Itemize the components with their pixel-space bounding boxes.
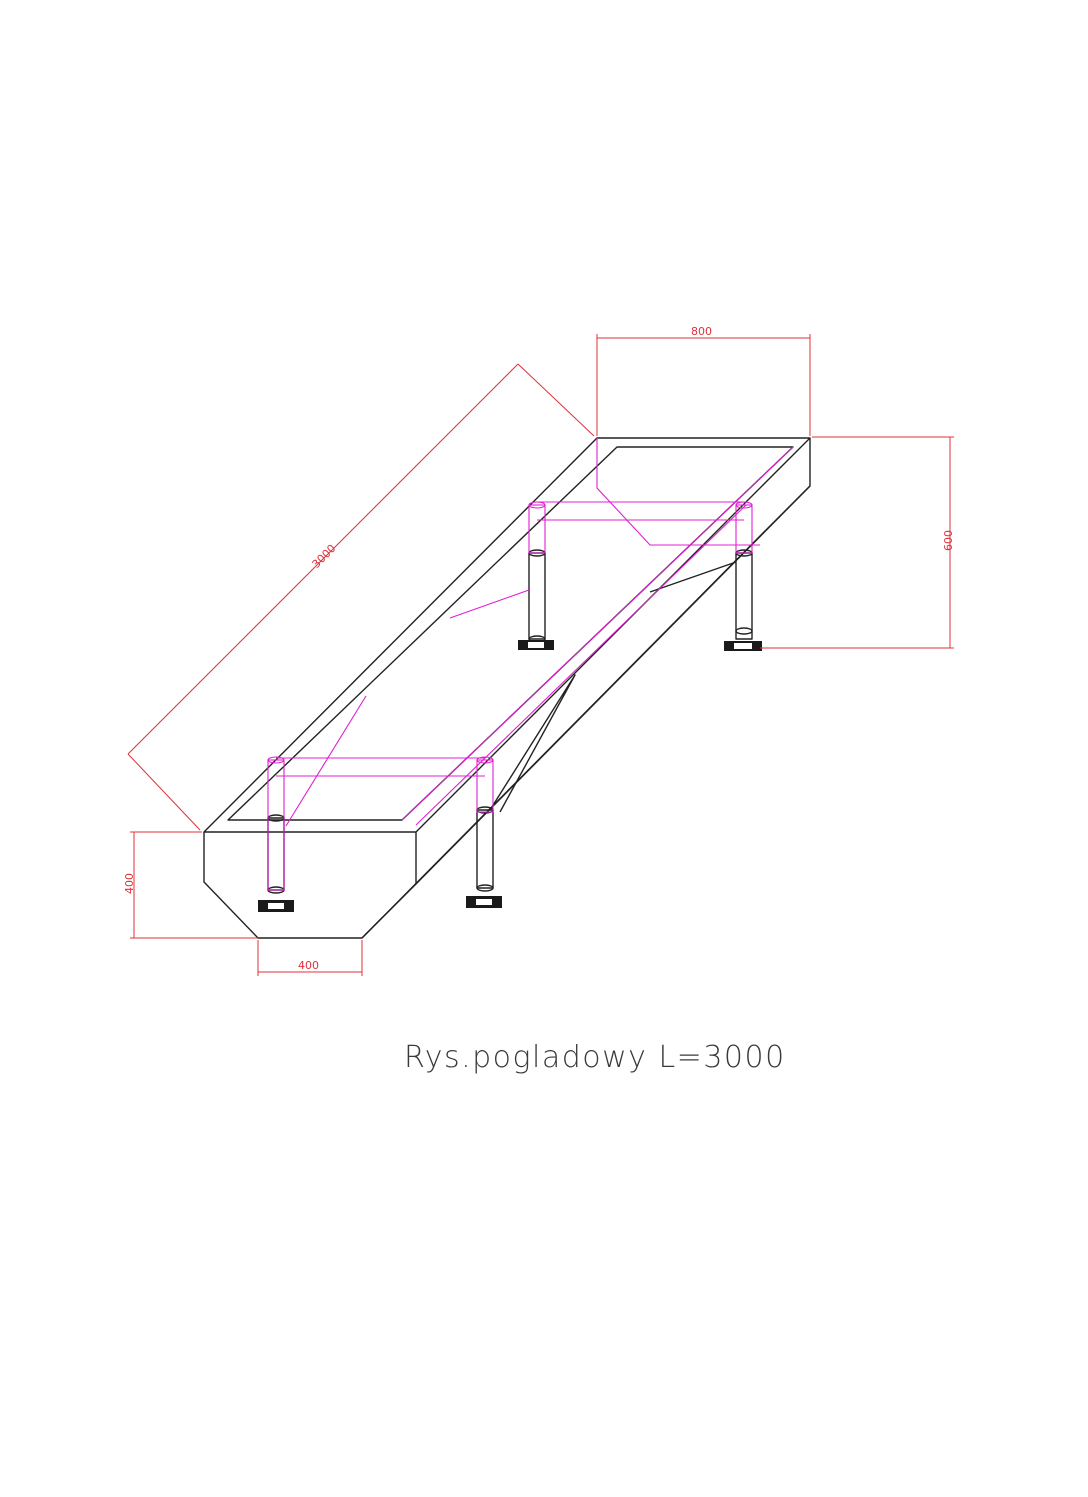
trough-outline [203, 437, 811, 939]
dim-bottom-width-label: 400 [298, 959, 319, 972]
dim-side-height-label: 400 [123, 873, 136, 894]
dim-length-label: 3000 [310, 542, 339, 571]
dim-height-label: 600 [942, 530, 955, 551]
dimensions: 3000 800 600 400 400 [123, 325, 955, 976]
leg-front-left [258, 814, 294, 912]
hidden-frame [267, 438, 794, 891]
leg-back-right [724, 549, 762, 651]
leg-front-right [466, 806, 502, 908]
drawing-caption: Rys.pogladowy L=3000 [404, 1040, 786, 1075]
dim-top-width-label: 800 [691, 325, 712, 338]
leg-back-left [518, 549, 554, 650]
legs [258, 549, 762, 912]
